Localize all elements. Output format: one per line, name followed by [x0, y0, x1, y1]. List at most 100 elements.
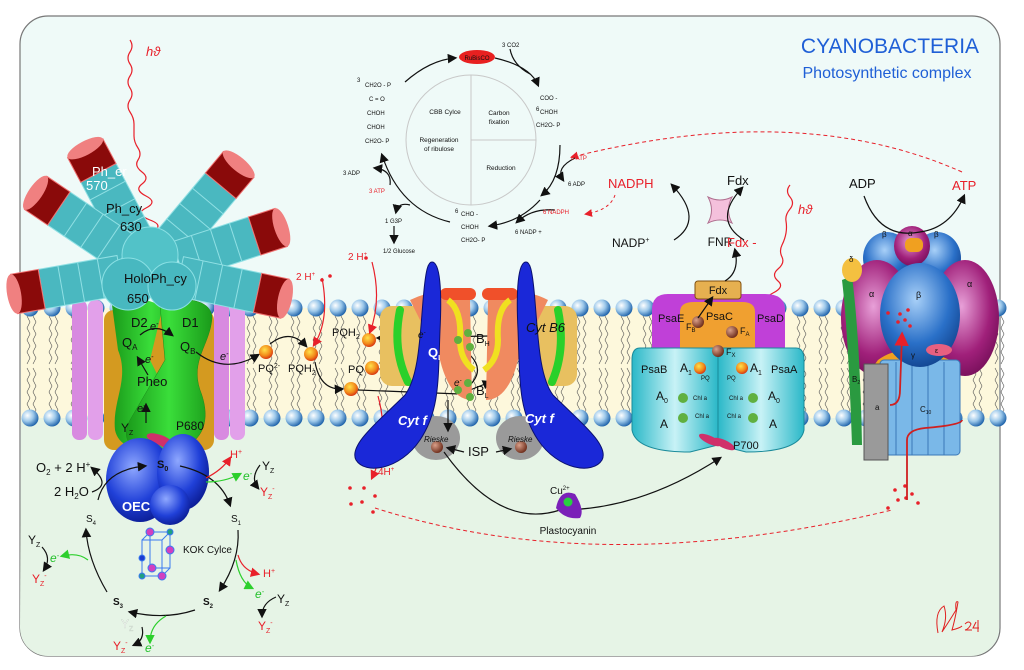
yz-label: YZ — [277, 592, 290, 608]
bh-label: BH — [476, 331, 490, 348]
epsilon-label: ε — [935, 348, 938, 355]
sup: + — [645, 237, 649, 244]
rubp-line: CH2O - P — [365, 83, 391, 89]
lipid-head — [307, 409, 325, 427]
sub: 1 — [238, 521, 242, 527]
p700-chlorophyll — [698, 433, 736, 451]
helix — [72, 300, 87, 440]
lipid-head — [263, 409, 281, 427]
lipid-head — [351, 409, 369, 427]
lipid-head — [483, 409, 501, 427]
a: A — [750, 361, 758, 375]
core-cylinder — [147, 261, 197, 311]
pga-line: CH2O- P — [536, 123, 560, 129]
subunit — [380, 306, 425, 386]
b2-stalk — [842, 276, 862, 445]
helix — [230, 300, 245, 440]
pq-label: PQ — [348, 364, 364, 376]
pqh: PQH — [288, 363, 312, 375]
nadp: NADP — [612, 236, 645, 250]
sup: - — [272, 486, 275, 493]
sub: 1 — [758, 370, 762, 377]
a1-label: A1 — [750, 361, 762, 377]
ph-cy-wavelength: 630 — [120, 219, 142, 234]
nadph-arrow — [515, 209, 556, 224]
alpha-label: α — [967, 279, 972, 289]
h: H — [263, 568, 271, 580]
helix — [88, 300, 103, 440]
chl-a-label: Chl a — [695, 414, 710, 420]
sup: + — [86, 460, 91, 469]
lumen-region — [20, 418, 999, 656]
sup: - — [44, 573, 47, 580]
rieske-label: Rieske — [424, 435, 449, 444]
sup: - — [270, 620, 273, 627]
sup: - — [460, 378, 462, 384]
rubp-line: CHOH — [367, 125, 385, 131]
helix — [214, 300, 229, 440]
adp3-label: 3 ADP — [343, 171, 360, 177]
bl-label: BL — [476, 383, 489, 400]
proton-label: 2 H+ — [348, 252, 368, 263]
electron-release-arrow — [145, 615, 167, 645]
fdx-arrow — [724, 247, 742, 282]
sub: 2 — [857, 380, 860, 386]
lipid-head — [615, 409, 633, 427]
sup: - — [262, 589, 265, 596]
rubp-line: CHOH — [367, 111, 385, 117]
electron-release-arrow — [59, 549, 89, 561]
sub: Z — [270, 468, 275, 475]
adp6-label: 6 ADP — [568, 182, 585, 188]
pq: PQ — [258, 363, 274, 375]
lipid-head — [351, 299, 369, 317]
title: CYANOBACTERIA — [801, 35, 979, 58]
adp-label: ADP — [849, 176, 876, 191]
regeneration-label: Regeneration — [419, 137, 458, 144]
pq-molecule — [344, 382, 358, 396]
s: S — [157, 459, 164, 471]
sup: - — [152, 643, 155, 650]
a: A — [656, 389, 664, 403]
a1-quinone — [736, 362, 748, 374]
electron-arrow — [136, 355, 149, 376]
phycobilisome-rod — [6, 254, 125, 315]
cyt-f-label: Cyt f — [525, 411, 556, 426]
bpg-line: CHOH — [461, 225, 479, 231]
electron-label: e- — [243, 469, 253, 483]
atp-supply-dashed — [570, 131, 963, 173]
electron-label: e- — [150, 321, 159, 333]
fa-label: FA — [740, 326, 750, 338]
holo-ph-cy-label: HoloPh_cy — [124, 271, 187, 286]
o: O — [79, 484, 89, 499]
electron-arrow — [697, 296, 714, 319]
co2-label: 3 CO2 — [502, 43, 520, 49]
s2-label: S2 — [203, 597, 214, 610]
fx-cluster — [712, 345, 724, 357]
nadph6-label: 6 NADPH — [543, 210, 569, 216]
e: e — [150, 321, 156, 333]
electron-label: e- — [454, 378, 462, 389]
delta-label: δ — [849, 255, 854, 264]
psab-label: PsaB — [641, 364, 667, 376]
lipid-head — [43, 409, 61, 427]
chl-a-label: Chl a — [693, 396, 708, 402]
p680-label: P680 — [176, 419, 204, 433]
pga-line: CHOH — [540, 110, 558, 116]
e: e — [243, 469, 250, 483]
nadph-label: NADPH — [608, 176, 654, 191]
pq-reduction-arrow — [269, 335, 308, 348]
fdx-box — [694, 280, 742, 300]
f: F — [740, 326, 746, 336]
a1-label: A1 — [680, 361, 692, 377]
yz-reduced-label: YZ- — [260, 485, 275, 501]
ph-cy-label: Ph_cy — [106, 201, 143, 216]
lipid-tail — [246, 367, 257, 417]
electron-label: e- — [418, 330, 426, 341]
holo-ph-cy-wavelength: 650 — [127, 291, 149, 306]
a-label: A — [769, 417, 777, 431]
pq-transfer-arrow — [314, 361, 345, 395]
s: S — [231, 514, 238, 525]
ph-er-wavelength: 570 — [86, 178, 108, 193]
lipid-head — [637, 299, 655, 317]
